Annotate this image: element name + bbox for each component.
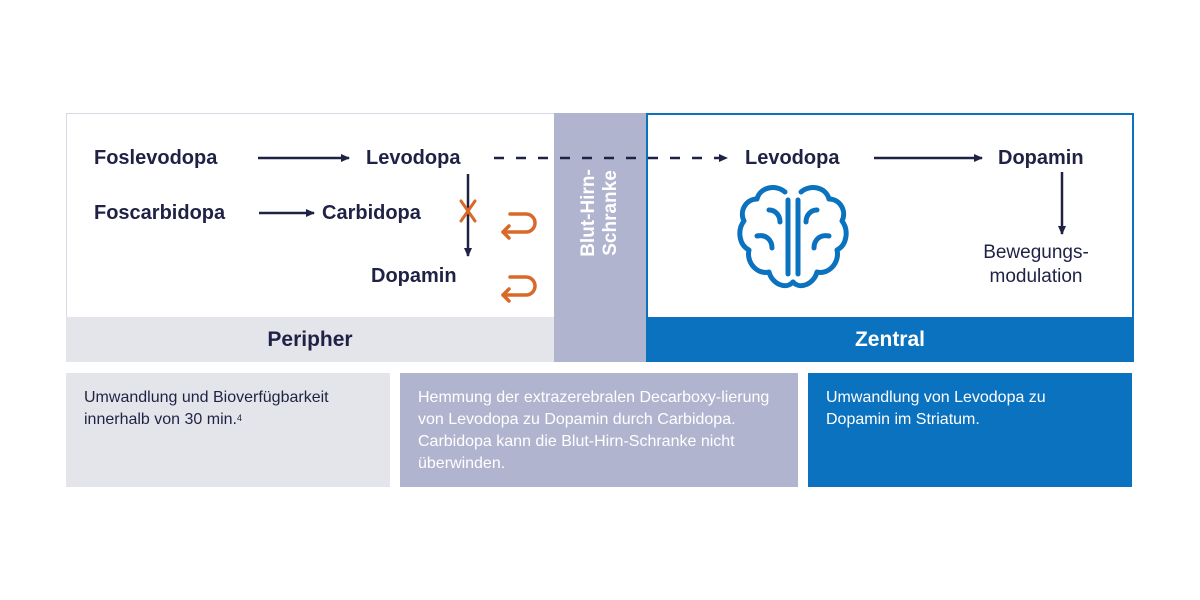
footnote-ref: 4 xyxy=(236,413,242,423)
central-info-box: Umwandlung von Levodopa zu Dopamin im St… xyxy=(808,373,1132,487)
central-band: Zentral xyxy=(646,317,1134,362)
return-arrow-icon xyxy=(501,212,537,240)
peripheral-band: Peripher xyxy=(66,317,554,362)
carbidopa-label: Carbidopa xyxy=(322,202,421,224)
peripheral-band-label: Peripher xyxy=(267,327,353,351)
central-band-label: Zentral xyxy=(854,327,925,351)
inhibition-cross-icon xyxy=(459,199,477,223)
dopamin-peripheral-label: Dopamin xyxy=(371,265,457,287)
levodopa-central-label: Levodopa xyxy=(745,147,840,169)
brain-icon xyxy=(737,185,849,289)
central-info-text: Umwandlung von Levodopa zu Dopamin im St… xyxy=(826,389,1046,428)
central-region xyxy=(646,113,1134,317)
barrier-info-text: Hemmung der extrazerebralen Decarboxy-li… xyxy=(418,389,770,472)
dopamin-central-label: Dopamin xyxy=(998,147,1084,169)
barrier-info-box: Hemmung der extrazerebralen Decarboxy-li… xyxy=(400,373,798,487)
foslevodopa-label: Foslevodopa xyxy=(94,147,218,169)
return-arrow-icon xyxy=(501,275,537,303)
blood-brain-barrier: Blut-Hirn-Schranke xyxy=(554,113,646,362)
levodopa-peripheral-label: Levodopa xyxy=(366,147,461,169)
peripheral-info-box: Umwandlung und Bioverfügbarkeit innerhal… xyxy=(66,373,390,487)
movement-modulation-label: Bewegungs-modulation xyxy=(983,242,1089,287)
foscarbidopa-label: Foscarbidopa xyxy=(94,202,226,224)
peripheral-info-text: Umwandlung und Bioverfügbarkeit innerhal… xyxy=(84,389,329,428)
